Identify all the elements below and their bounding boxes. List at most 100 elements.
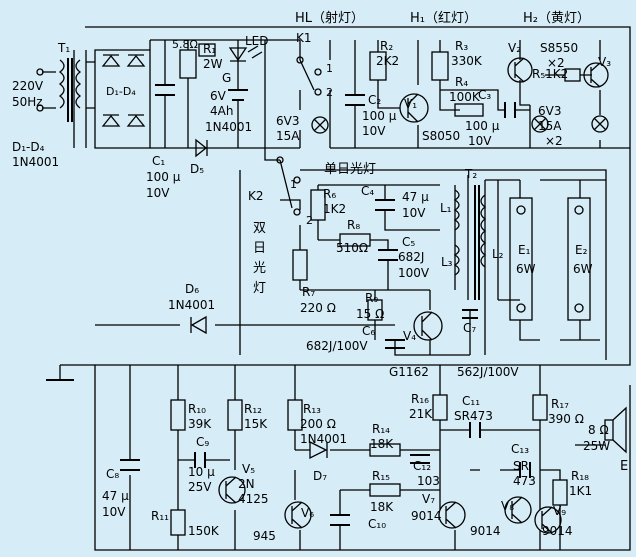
label-k2-2: 2: [306, 214, 313, 227]
capacitor-c8: [120, 459, 140, 471]
capacitor-c13: [519, 462, 531, 478]
label-r8-v: 510Ω: [336, 241, 368, 255]
label-r6-v: 1K2: [323, 202, 346, 216]
transistor-v8: [504, 496, 532, 524]
led-icon: [228, 45, 263, 62]
label-r18: R₁₈: [571, 469, 589, 483]
label-c11: C₁₁: [462, 394, 480, 408]
label-d7: D₇: [313, 469, 327, 483]
label-d5: D₅: [190, 162, 204, 176]
label-c3-v2: 10V: [468, 134, 492, 148]
resistor-r17: [532, 394, 548, 421]
label-v5-v2: 4125: [238, 492, 269, 506]
label-r15: R₁₅: [372, 469, 390, 483]
label-c13-v2: 473: [513, 474, 536, 488]
label-h2-v1: 6V3: [538, 104, 561, 118]
label-c13: C₁₃: [511, 442, 529, 456]
label-r14: R₁₄: [372, 422, 390, 436]
label-c4: C₄: [361, 184, 374, 198]
label-double2: 日: [253, 241, 266, 256]
components: [36, 43, 627, 536]
resistor-r12: [227, 399, 243, 431]
label-k1-2: 2: [326, 86, 333, 99]
label-r7: R₇: [302, 285, 315, 299]
label-r18-v: 1K1: [569, 484, 592, 498]
label-r13-v: 200 Ω: [300, 417, 336, 431]
capacitor-c9: [194, 452, 206, 468]
label-led: LED: [245, 34, 269, 48]
capacitor-c12: [410, 454, 430, 464]
label-c2: C₂: [368, 93, 381, 107]
label-k1: K1: [296, 31, 312, 45]
label-v2: V₂: [508, 41, 521, 55]
label-r10: R₁₀: [188, 402, 206, 416]
label-c8-v2: 10V: [102, 505, 126, 519]
label-c8-v1: 47 μ: [102, 489, 129, 503]
label-e2-v: 6W: [573, 262, 593, 276]
transistor-v1: [399, 93, 429, 123]
label-c12: C₁₂: [413, 459, 431, 473]
resistor-r11: [170, 509, 186, 536]
label-h2-v3: ×2: [545, 134, 563, 148]
label-r1-v: 2W: [203, 57, 223, 71]
label-v5-v1: 2N: [238, 477, 255, 491]
capacitor-c10: [330, 514, 350, 526]
switch-k2: [276, 156, 301, 216]
label-r17-v: 390 Ω: [548, 412, 584, 426]
label-spk1: 8 Ω: [588, 423, 609, 437]
capacitor-c1: [155, 84, 175, 96]
coil-l2: [480, 194, 487, 268]
lamp-hl-icon: [311, 116, 329, 134]
capacitor-c11: [469, 422, 481, 438]
label-r11: R₁₁: [151, 509, 169, 523]
label-c9-v2: 25V: [188, 480, 212, 494]
label-k2: K2: [248, 189, 264, 203]
label-c11-v: SR473: [454, 409, 493, 423]
label-r13: R₁₃: [303, 402, 321, 416]
label-single: 单日光灯: [324, 162, 376, 177]
label-r3-v: 330K: [451, 54, 483, 68]
label-c7-v: 562J/100V: [457, 365, 519, 379]
label-r9: R₉: [365, 291, 378, 305]
label-r4: R₄: [455, 75, 468, 89]
label-k1-1: 1: [326, 62, 333, 75]
capacitor-c6: [385, 339, 405, 349]
resistor-r3: [431, 51, 449, 81]
lamp-h2-icon: [591, 115, 609, 133]
label-e2: E₂: [575, 243, 588, 257]
label-d1d4-bridge: D₁-D₄: [106, 85, 136, 98]
label-c12-v: 103: [417, 474, 440, 488]
fluorescent-tube-e2: [567, 197, 591, 321]
label-t2: T₂: [464, 167, 477, 181]
label-d6: D₆: [185, 282, 199, 296]
label-r9-v: 15 Ω: [356, 307, 384, 321]
label-k2-1: 1: [290, 178, 297, 191]
label-r15-v: 18K: [370, 500, 394, 514]
resistor-r1: [198, 43, 216, 57]
label-v8: V₈: [501, 499, 514, 513]
label-v7-v: 9014: [411, 509, 442, 523]
label-double4: 灯: [253, 281, 266, 296]
label-v7: V₇: [422, 492, 435, 506]
capacitor-c3: [504, 102, 516, 118]
bridge-diodes: [101, 54, 146, 127]
label-c4-v1: 47 μ: [402, 190, 429, 204]
label-spk2: 25W: [583, 439, 610, 453]
label-r4-v: 100K: [449, 90, 481, 104]
capacitor-c2: [345, 94, 365, 106]
label-r2-v: 2K2: [376, 54, 399, 68]
diode-d5: [195, 138, 208, 158]
transistor-v2: [507, 57, 533, 83]
label-r12-v: 15K: [244, 417, 268, 431]
label-r10-v: 39K: [188, 417, 212, 431]
capacitor-c4: [375, 199, 395, 211]
label-d7-v: 1N4001: [300, 432, 347, 446]
label-c3-v1: 100 μ: [465, 119, 500, 133]
label-bat2: 4Ah: [210, 104, 233, 118]
transformer-t1: [58, 59, 82, 109]
label-e1: E₁: [518, 243, 531, 257]
label-mains-v: 220V: [12, 79, 44, 93]
diode-d7: [309, 440, 328, 460]
resistor-r15: [369, 483, 401, 497]
